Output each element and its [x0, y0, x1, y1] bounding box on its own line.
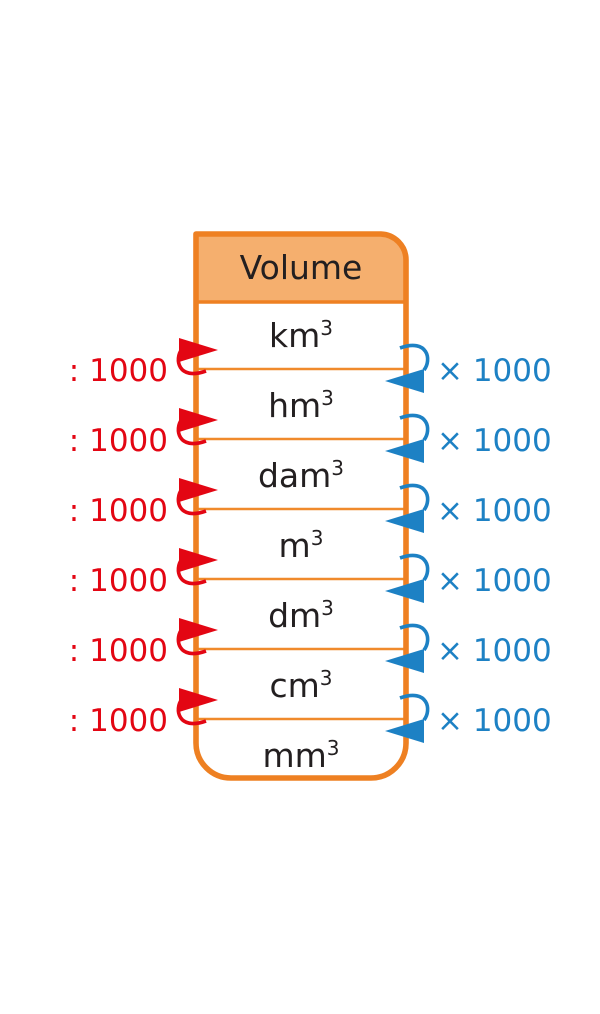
- arrowhead-right-3: [179, 478, 218, 502]
- curved-arrow-down-left-icon-1: [399, 343, 430, 372]
- curved-arrow-down-left-icon-2: [399, 413, 430, 442]
- page-title: Volume: [240, 248, 363, 287]
- unit-base-dam: dam: [258, 456, 331, 495]
- divide-label-5: : 1000: [69, 633, 168, 669]
- unit-labels: km3 hm3 dam3 m3 dm3 cm3 mm3: [258, 316, 344, 775]
- curved-arrow-down-left-icon-3: [399, 483, 430, 512]
- arrowhead-right-5: [179, 618, 218, 642]
- divide-operation-labels: : 1000 : 1000 : 1000 : 1000 : 1000 : 100…: [69, 353, 168, 739]
- multiply-label-5: × 1000: [437, 633, 552, 669]
- divide-label-2: : 1000: [69, 423, 168, 459]
- divide-label-1: : 1000: [69, 353, 168, 389]
- box-outline: [193, 231, 409, 781]
- header-fill: [196, 234, 406, 302]
- curved-arrow-down-left-icon-5: [399, 623, 430, 652]
- arrowhead-left-5: [385, 649, 424, 673]
- unit-base-hm: hm: [268, 386, 321, 425]
- multiply-label-3: × 1000: [437, 493, 552, 529]
- unit-row-dam: dam3: [258, 456, 344, 495]
- arrowhead-right-1: [179, 338, 218, 362]
- multiply-arrow-heads: [385, 369, 424, 743]
- unit-exponent-m: 3: [311, 526, 324, 550]
- divide-label-3: : 1000: [69, 493, 168, 529]
- unit-row-m: m3: [279, 526, 324, 565]
- multiply-label-6: × 1000: [437, 703, 552, 739]
- unit-base-cm: cm: [269, 666, 319, 705]
- unit-row-hm: hm3: [268, 386, 334, 425]
- unit-row-mm: mm3: [262, 736, 339, 775]
- multiply-label-2: × 1000: [437, 423, 552, 459]
- multiply-arrow-curves: [399, 343, 430, 722]
- unit-row-dm: dm3: [268, 596, 334, 635]
- arrowhead-left-2: [385, 439, 424, 463]
- arrowhead-left-1: [385, 369, 424, 393]
- unit-base-mm: mm: [262, 736, 326, 775]
- row-dividers: [198, 367, 404, 721]
- divide-label-6: : 1000: [69, 703, 168, 739]
- multiply-operation-labels: × 1000 × 1000 × 1000 × 1000 × 1000 × 100…: [437, 353, 552, 739]
- unit-exponent-dam: 3: [331, 456, 344, 480]
- divide-label-4: : 1000: [69, 563, 168, 599]
- multiply-label-4: × 1000: [437, 563, 552, 599]
- arrowhead-left-3: [385, 509, 424, 533]
- unit-row-km: km3: [269, 316, 333, 355]
- arrowhead-left-4: [385, 579, 424, 603]
- unit-exponent-cm: 3: [320, 666, 333, 690]
- curved-arrow-down-left-icon-6: [399, 693, 430, 722]
- body-fill: [196, 302, 406, 778]
- divide-arrow-heads: [179, 338, 218, 712]
- unit-exponent-dm: 3: [321, 596, 334, 620]
- arrowhead-right-4: [179, 548, 218, 572]
- multiply-label-1: × 1000: [437, 353, 552, 389]
- unit-base-m: m: [279, 526, 311, 565]
- unit-base-km: km: [269, 316, 320, 355]
- arrowhead-right-6: [179, 688, 218, 712]
- arrowhead-right-2: [179, 408, 218, 432]
- unit-exponent-km: 3: [320, 316, 333, 340]
- unit-row-cm: cm3: [269, 666, 332, 705]
- arrowhead-left-6: [385, 719, 424, 743]
- unit-base-dm: dm: [268, 596, 321, 635]
- unit-exponent-mm: 3: [327, 736, 340, 760]
- curved-arrow-down-left-icon-4: [399, 553, 430, 582]
- unit-exponent-hm: 3: [321, 386, 334, 410]
